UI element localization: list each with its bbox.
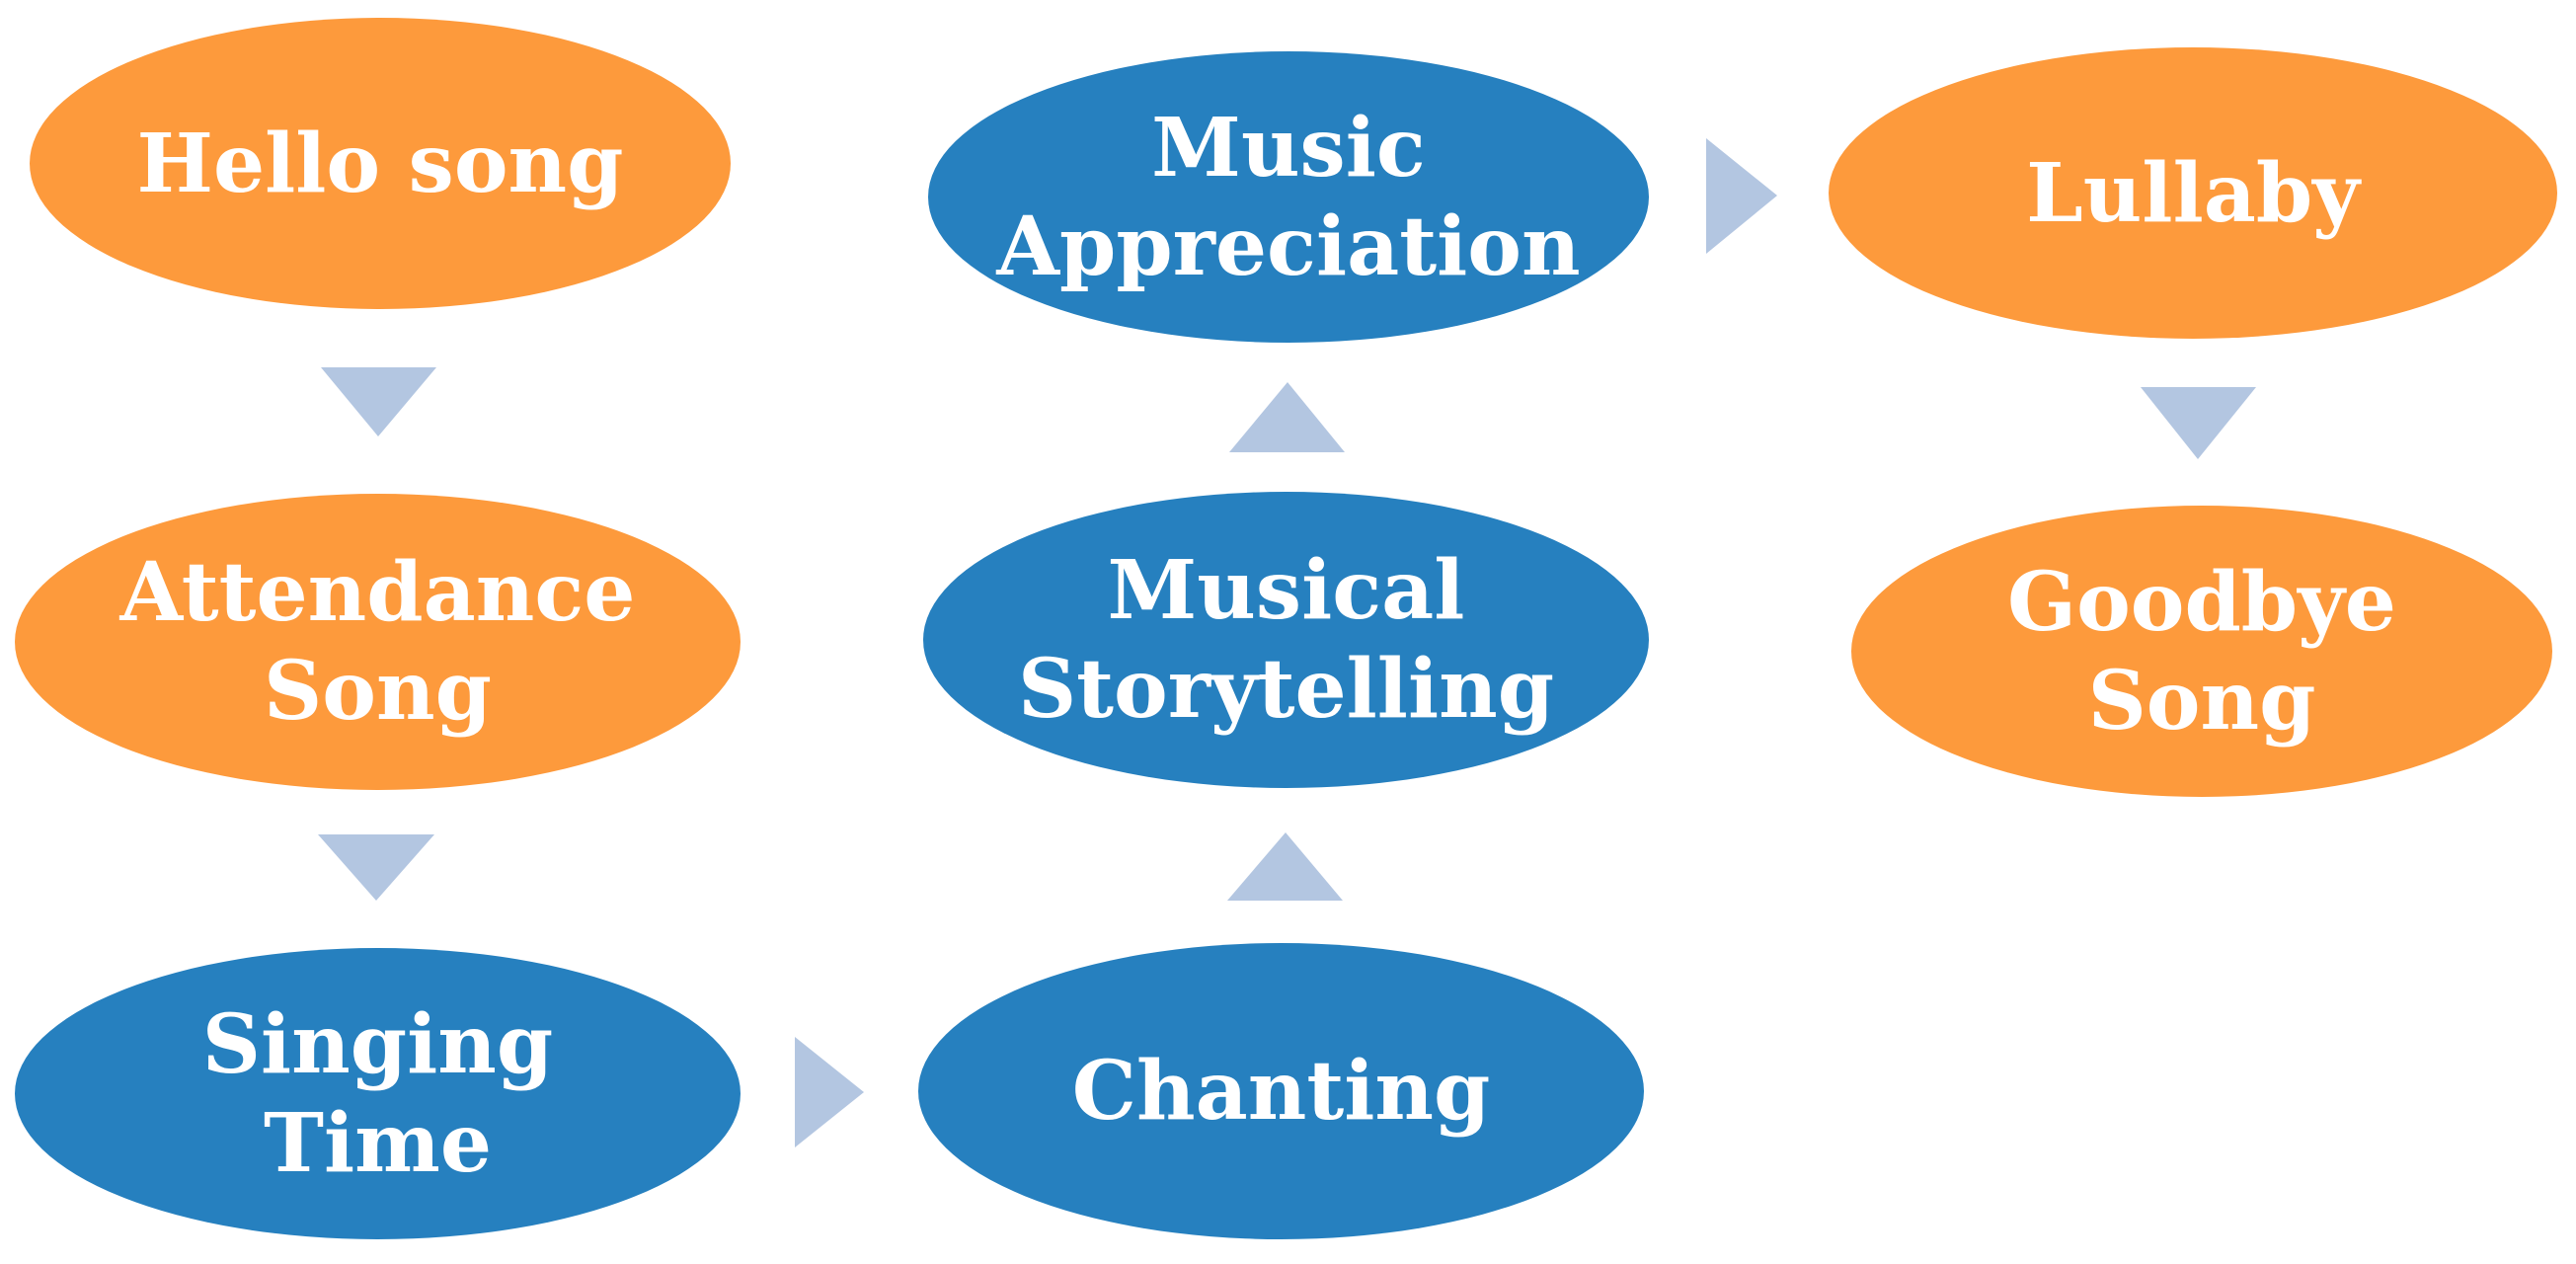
arrow-up-icon	[1227, 832, 1343, 901]
node-goodbye-song: Goodbye Song	[1851, 506, 2552, 797]
node-attendance-song: Attendance Song	[15, 494, 741, 790]
node-chanting: Chanting	[918, 943, 1644, 1239]
node-singing-time: Singing Time	[15, 948, 741, 1239]
node-label: Musical Storytelling	[1017, 543, 1555, 737]
arrow-up-icon	[1229, 382, 1345, 452]
arrow-down-icon	[2141, 387, 2256, 459]
node-lullaby: Lullaby	[1829, 47, 2557, 339]
node-hello-song: Hello song	[30, 18, 731, 309]
node-label: Music Appreciation	[996, 100, 1581, 294]
arrow-down-icon	[318, 834, 434, 901]
node-label: Singing Time	[201, 996, 554, 1191]
node-label: Goodbye Song	[2007, 554, 2396, 749]
node-label: Lullaby	[2026, 145, 2360, 241]
node-label: Chanting	[1071, 1044, 1491, 1139]
arrow-right-icon	[795, 1037, 864, 1147]
arrow-right-icon	[1706, 138, 1777, 254]
node-musical-storytelling: Musical Storytelling	[923, 492, 1649, 788]
node-music-appreciation: Music Appreciation	[928, 51, 1649, 343]
node-label: Hello song	[136, 116, 624, 211]
node-label: Attendance Song	[119, 545, 636, 739]
arrow-down-icon	[321, 367, 436, 436]
